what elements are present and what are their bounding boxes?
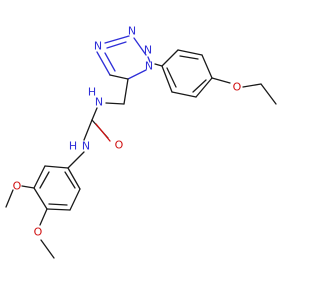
bond-n3-n2 [133, 37, 147, 56]
bond-c-o-double [95, 123, 111, 142]
bond-o-ch2 [242, 83, 262, 88]
bond-ring2-f-double [64, 171, 76, 189]
bond-ring1-b [177, 49, 203, 56]
bond-n4-c5-double [104, 52, 116, 72]
molecule-diagram: N N N N N H O N H O O O [5, 25, 277, 259]
urea-linker [67, 78, 129, 169]
bond-n4-n3 [104, 35, 130, 44]
bond-ring1-d-double [192, 79, 207, 93]
bond-carbonyl-nh [83, 119, 93, 141]
bond-ring2-o-bottom [39, 208, 48, 226]
bond-c5-ch2 [123, 78, 129, 105]
atom-labels: N N N N N H O N H O O O [13, 25, 242, 239]
bond-ring1-b-double [179, 55, 199, 60]
atom-methoxy-o-bottom: O [34, 226, 43, 239]
bond-nh-carbonyl [91, 107, 98, 121]
bond-n1-c5 [127, 69, 147, 80]
bond-ring1-a [161, 49, 179, 67]
atom-methoxy-o-top: O [13, 180, 22, 193]
bond-ring1-c [201, 54, 213, 79]
bond-ring2-d [46, 208, 71, 211]
bond-aryl-o [211, 77, 231, 84]
bond-n1-aryl [154, 63, 163, 67]
bond-nh-aryl [67, 151, 85, 169]
atom-n4: N [94, 40, 102, 53]
bond-o-ch3-bottom [40, 239, 55, 259]
bond-ring1-d [195, 77, 213, 98]
bond-ring2-a [44, 165, 69, 169]
atom-n3: N [128, 25, 136, 38]
atom-n1: N [145, 60, 153, 73]
atom-ethoxy-o: O [233, 81, 242, 94]
dimethoxyphenyl-ring [5, 165, 81, 259]
bond-ch2-ch3 [260, 83, 277, 105]
bond-ring1-f-double [166, 67, 177, 88]
bond-ring2-f [67, 167, 81, 190]
bond-ring1-f [161, 65, 173, 93]
molecule-structure-canvas: N N N N N H O N H O O O [5, 25, 277, 259]
bond-n4-n3-double [106, 41, 127, 49]
bond-ch2-nh [105, 102, 125, 105]
bond-ring2-b [33, 165, 46, 189]
atom-urea-h-top: H [88, 86, 96, 99]
atom-n2: N [144, 44, 152, 57]
bond-ring2-b-double [39, 171, 50, 189]
bond-n4-c5 [96, 51, 111, 76]
tetrazole-ring [96, 35, 151, 80]
bond-o-ch3-top [5, 189, 14, 208]
atom-urea-nh-top: N [95, 96, 103, 109]
bond-ring2-e [69, 188, 81, 211]
atom-urea-h-bottom: H [69, 140, 77, 153]
atom-urea-o: O [115, 139, 124, 152]
bond-ring1-e [171, 91, 197, 98]
atom-urea-nh-bottom: N [82, 140, 90, 153]
bond-ring2-d-double [48, 203, 68, 206]
ethoxyphenyl-ring [154, 49, 277, 105]
bond-ring2-c [33, 187, 48, 210]
bond-n2-n1 [147, 56, 151, 63]
bond-c5-ring [109, 74, 129, 80]
bond-ring2-o-top [21, 185, 35, 189]
